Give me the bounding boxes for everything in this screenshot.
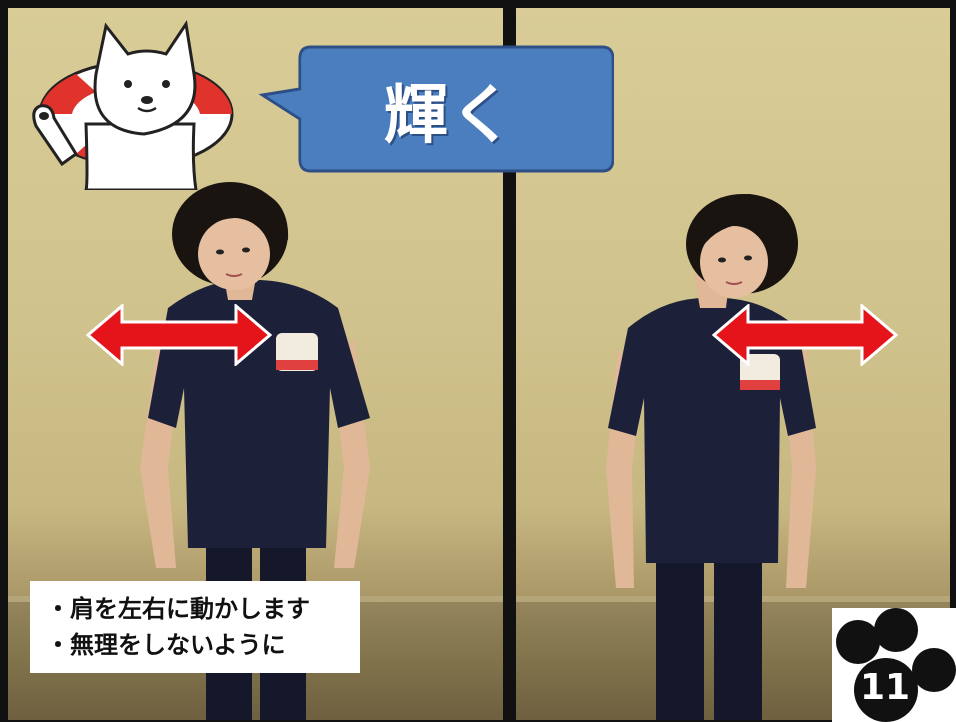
double-arrow-right	[712, 304, 898, 366]
white-dog-mascot-icon	[32, 19, 234, 190]
caption-line: ・無理をしないように	[46, 631, 286, 659]
photo-right	[516, 8, 950, 720]
speech-bubble	[258, 45, 614, 173]
caption-line: ・肩を左右に動かします	[46, 595, 310, 623]
double-arrow-left	[86, 304, 272, 366]
bubble-title: 輝く	[384, 79, 516, 153]
page-number: 11	[859, 666, 911, 708]
woman-figure-right	[606, 194, 816, 720]
woman-figure-left	[140, 182, 370, 720]
instruction-caption: ・肩を左右に動かします ・無理をしないように	[30, 581, 360, 673]
paw-print-icon	[836, 608, 956, 722]
